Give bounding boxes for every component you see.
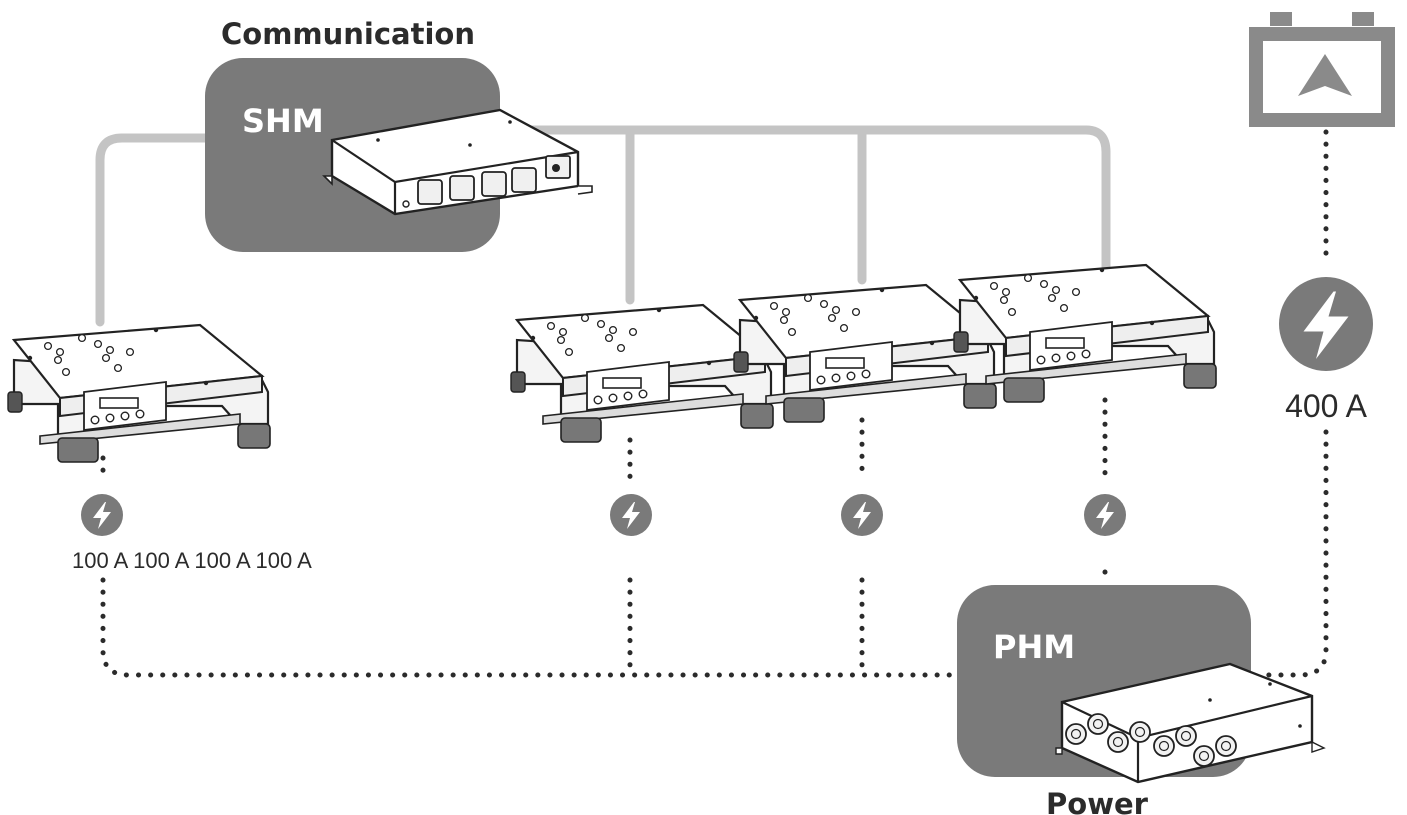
charger-4 — [952, 263, 1218, 404]
lightning-bolt-icon — [1084, 494, 1126, 536]
charger-2 — [509, 303, 775, 444]
communication-bus — [95, 125, 1111, 327]
battery-icon — [1249, 12, 1395, 127]
lightning-bolt-icon — [841, 494, 883, 536]
shm-device — [322, 108, 593, 216]
charger-3 — [732, 283, 998, 424]
phm-module: PHM — [957, 585, 1326, 784]
total-current-label: 400 A — [1285, 388, 1368, 424]
lightning-bolt-icon — [1279, 277, 1373, 371]
power-label: Power — [1046, 787, 1149, 815]
shm-label: SHM — [242, 102, 324, 140]
shm-module: SHM — [205, 58, 593, 252]
charger-1 — [6, 323, 272, 464]
power-bus — [100, 129, 1329, 678]
lightning-bolt-icon — [610, 494, 652, 536]
current-per-charger-label: 100 A 100 A 100 A 100 A — [72, 548, 312, 573]
lightning-bolt-icon — [81, 494, 123, 536]
phm-device — [1055, 662, 1326, 784]
communication-label: Communication — [221, 17, 475, 51]
phm-label: PHM — [993, 628, 1075, 666]
